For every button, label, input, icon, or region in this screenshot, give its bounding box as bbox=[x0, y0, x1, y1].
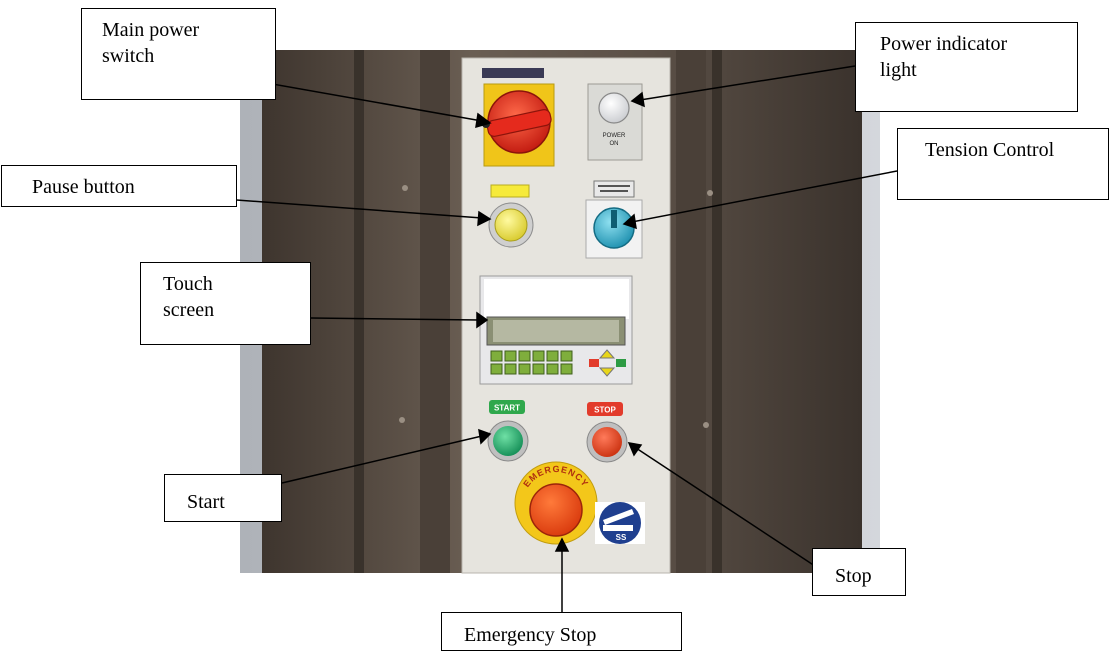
hmi-key bbox=[546, 363, 559, 375]
callout-tension-control: Tension Control bbox=[897, 128, 1109, 200]
main-power-switch-graphic bbox=[482, 68, 555, 167]
callout-arrows bbox=[192, 65, 898, 612]
hmi-key bbox=[518, 363, 531, 375]
power-on-text-2: ON bbox=[610, 141, 619, 147]
callout-start: Start bbox=[164, 474, 282, 522]
stop-tag-text: STOP bbox=[594, 406, 616, 415]
hmi-key bbox=[504, 350, 517, 362]
hmi-key bbox=[532, 363, 545, 375]
callout-power-indicator-light: Power indicator light bbox=[855, 22, 1078, 112]
callout-main-power-switch: Main power switch bbox=[81, 8, 276, 100]
tension-control-graphic bbox=[585, 180, 643, 259]
callout-stop: Stop bbox=[812, 548, 906, 596]
hmi-key bbox=[518, 350, 531, 362]
callout-touch-screen: Touch screen bbox=[140, 262, 311, 345]
hmi-key bbox=[560, 363, 573, 375]
power-indicator-light-graphic: POWER ON bbox=[587, 83, 643, 161]
hmi-key bbox=[546, 350, 559, 362]
hmi-key bbox=[504, 363, 517, 375]
start-tag-text: START bbox=[494, 404, 520, 413]
touch-screen-graphic bbox=[479, 275, 633, 385]
stop-button-graphic: STOP bbox=[586, 402, 628, 463]
hmi-key bbox=[490, 350, 503, 362]
start-button-graphic: START bbox=[487, 400, 529, 462]
hmi-key bbox=[490, 363, 503, 375]
pause-button-graphic bbox=[488, 184, 534, 248]
hmi-key bbox=[532, 350, 545, 362]
manufacturer-logo: SS bbox=[595, 502, 645, 544]
power-on-text: POWER bbox=[603, 133, 626, 139]
hmi-key bbox=[560, 350, 573, 362]
callout-pause-button: Pause button bbox=[1, 165, 237, 207]
logo-text: SS bbox=[616, 533, 627, 542]
callout-emergency-stop: Emergency Stop bbox=[441, 612, 682, 651]
emergency-stop-graphic: EMERGENCY bbox=[514, 461, 598, 545]
